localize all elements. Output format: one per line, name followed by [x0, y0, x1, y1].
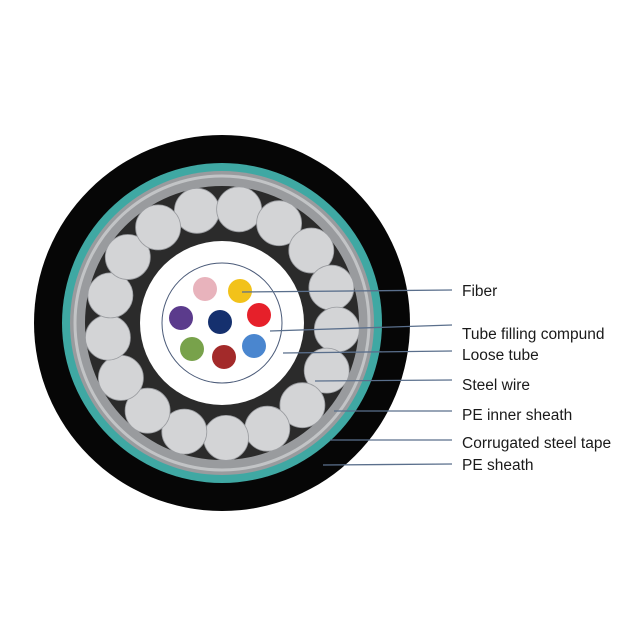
steel-wire — [279, 382, 326, 429]
loose-tube-label: Loose tube — [462, 347, 539, 364]
fiber — [212, 345, 236, 369]
pe-inner-sheath-edge — [73, 174, 371, 472]
steel-wires-group — [85, 186, 360, 461]
fiber — [208, 310, 232, 334]
tube-filling-leader-line — [269, 324, 453, 332]
steel-wire — [87, 272, 134, 319]
pe-sheath-label: PE sheath — [462, 457, 534, 474]
steel-wire-leader-line — [314, 379, 453, 382]
pe-inner-sheath-label: PE inner sheath — [462, 407, 572, 424]
steel-wire — [173, 187, 220, 234]
fibers-group — [169, 277, 271, 369]
steel-wire — [98, 354, 144, 401]
steel-wire — [124, 387, 171, 434]
steel-wire — [256, 200, 303, 247]
cable-body — [34, 135, 410, 511]
steel-wire — [161, 408, 208, 455]
fiber — [180, 337, 204, 361]
steel-wire — [104, 234, 151, 280]
fiber-label: Fiber — [462, 283, 497, 300]
fiber-leader-line — [241, 289, 453, 293]
loose-tube-leader-line — [282, 350, 453, 354]
steel-wire — [216, 186, 263, 233]
fiber — [169, 306, 193, 330]
corrugated-steel-tape-label: Corrugated steel tape — [462, 435, 611, 452]
steel-wire — [308, 264, 355, 311]
steel-wire — [85, 314, 131, 361]
leader-lines — [241, 289, 453, 466]
fiber — [242, 334, 266, 358]
steel-wire — [303, 347, 350, 394]
pe-sheath-leader-line — [322, 463, 453, 466]
steel-wire-label: Steel wire — [462, 377, 530, 394]
steel-wire — [203, 414, 249, 461]
tube-filling-label: Tube filling compund — [462, 326, 604, 343]
steel-wire — [135, 204, 182, 251]
labels: Fiber Tube filling compund Loose tube St… — [462, 283, 611, 474]
fiber — [193, 277, 217, 301]
steel-wire — [244, 405, 291, 452]
steel-wire — [288, 227, 335, 274]
fiber — [247, 303, 271, 327]
fiber — [228, 279, 252, 303]
